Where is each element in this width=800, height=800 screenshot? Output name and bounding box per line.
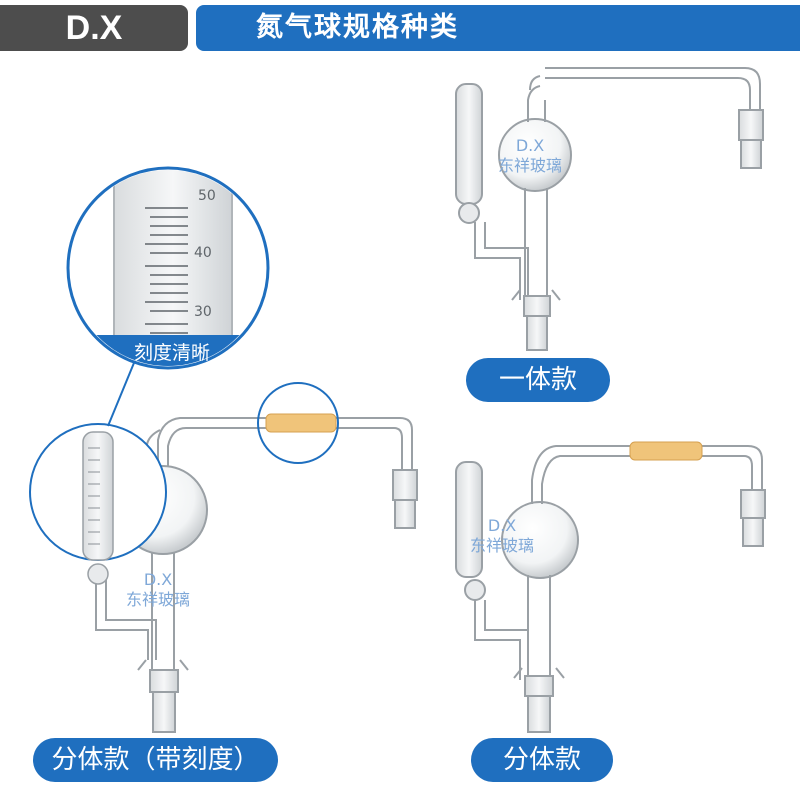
- watermark-brand: D.X: [487, 516, 517, 535]
- graduated-tube-zoom-small: [29, 423, 167, 585]
- watermark-integrated: D.X 东祥玻璃: [480, 136, 580, 176]
- watermark-brand: D.X: [143, 570, 173, 589]
- watermark-graduated: D.X 东祥玻璃: [108, 570, 208, 610]
- scale-number-50: 50: [198, 188, 216, 204]
- zoom-caption: 刻度清晰: [133, 342, 210, 364]
- apparatus-separate: [455, 445, 766, 733]
- rubber-tubing-separate: [629, 441, 703, 461]
- watermark-company: 东祥玻璃: [125, 590, 190, 609]
- brand-banner: [0, 5, 188, 51]
- watermark-company: 东祥玻璃: [497, 156, 562, 175]
- page-title: 氮气球规格种类: [256, 12, 459, 43]
- apparatus-integrated: [455, 67, 764, 351]
- watermark-separate: D.X 东祥玻璃: [452, 516, 552, 556]
- label-separate: 分体款: [471, 738, 613, 782]
- rubber-tubing: [265, 413, 337, 433]
- watermark-company: 东祥玻璃: [469, 536, 534, 555]
- label-graduated: 分体款（带刻度）: [33, 738, 278, 782]
- label-integrated: 一体款: [466, 358, 610, 402]
- scale-number-40: 40: [194, 245, 212, 261]
- graduation-zoom-circle: 50 40 30: [66, 166, 270, 370]
- watermark-brand: D.X: [515, 136, 545, 155]
- zoom-connector-line: [107, 357, 137, 427]
- brand-logo: D.X: [65, 9, 123, 47]
- scale-number-30: 30: [194, 304, 212, 320]
- tubing-highlight-circle: [257, 382, 339, 464]
- title-banner: [196, 5, 800, 51]
